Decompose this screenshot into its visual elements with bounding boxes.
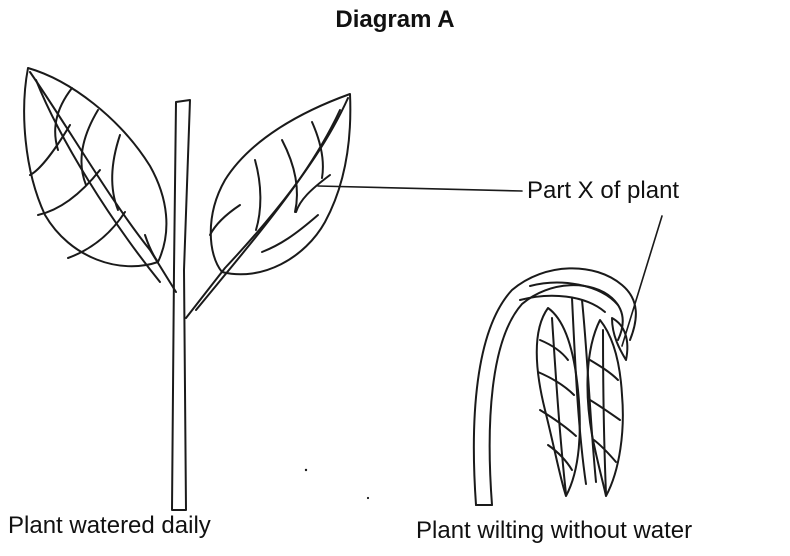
main-stem — [172, 100, 190, 510]
caption-watered: Plant watered daily — [8, 512, 211, 540]
paper-specks — [305, 469, 369, 499]
pointer-to-wilted-leaf — [622, 216, 662, 346]
pointer-lines — [318, 186, 662, 346]
healthy-plant — [24, 68, 350, 510]
right-leaf-midrib — [186, 98, 348, 318]
left-leaf-midrib — [30, 72, 176, 292]
wilting-plant — [474, 268, 636, 505]
wilted-stem — [474, 268, 636, 505]
caption-wilting: Plant wilting without water — [416, 517, 692, 545]
right-leaf — [211, 94, 351, 274]
pointer-to-healthy-leaf — [318, 186, 522, 191]
part-x-label: Part X of plant — [527, 177, 679, 205]
